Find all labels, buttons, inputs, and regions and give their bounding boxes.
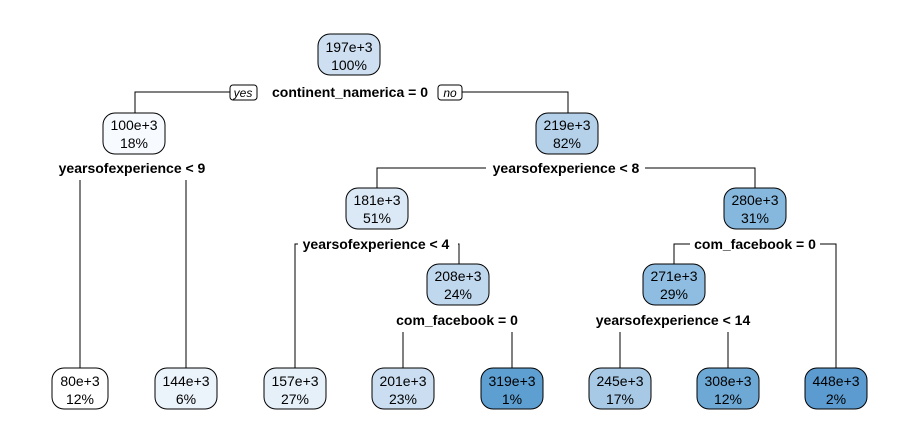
tree-node-3: 219e+3 82% [535,112,599,155]
svg-text:201e+3: 201e+3 [379,373,426,389]
no-tag: no [437,84,463,101]
svg-text:23%: 23% [389,391,417,407]
svg-text:27%: 27% [281,391,309,407]
svg-text:280e+3: 280e+3 [731,192,778,208]
svg-text:181e+3: 181e+3 [353,192,400,208]
split-label-n7: yearsofexperience < 14 [596,312,751,328]
edge-n3-right [645,167,756,188]
svg-text:24%: 24% [444,286,472,302]
tree-leaf-8: 448e+3 2% [804,367,868,410]
svg-text:208e+3: 208e+3 [434,268,481,284]
svg-text:18%: 18% [120,135,148,151]
tree-node-root: 197e+3 100% [317,33,381,76]
svg-text:1%: 1% [502,391,522,407]
tree-node-7: 271e+3 29% [642,263,706,306]
svg-text:yes: yes [233,86,253,100]
svg-text:no: no [443,86,457,100]
split-label-n2: yearsofexperience < 9 [59,160,206,176]
split-label-n3: yearsofexperience < 8 [493,160,640,176]
tree-leaf-1: 80e+3 12% [51,367,109,410]
edge-root-yes [134,91,230,115]
yes-tag: yes [229,84,258,101]
svg-text:82%: 82% [553,135,581,151]
split-label-root: continent_namerica = 0 [272,84,428,100]
edge-n5-left [673,243,690,264]
edge-root-no [462,91,569,115]
svg-text:12%: 12% [714,391,742,407]
svg-text:219e+3: 219e+3 [543,117,590,133]
tree-leaf-2: 144e+3 6% [154,367,218,410]
tree-leaf-6: 245e+3 17% [588,367,652,410]
split-label-n6: com_facebook = 0 [396,312,518,328]
svg-text:245e+3: 245e+3 [596,373,643,389]
svg-text:308e+3: 308e+3 [704,373,751,389]
split-label-n5: com_facebook = 0 [694,236,816,252]
svg-text:2%: 2% [826,391,846,407]
svg-text:51%: 51% [363,210,391,226]
tree-leaf-7: 308e+3 12% [696,367,760,410]
tree-node-2: 100e+3 18% [102,112,166,155]
split-label-n4: yearsofexperience < 4 [303,236,450,252]
edge-n3-left [376,167,486,188]
tree-leaf-3: 157e+3 27% [263,367,327,410]
edge-n4-left [294,243,298,368]
tree-node-4: 181e+3 51% [345,187,409,230]
svg-text:448e+3: 448e+3 [812,373,859,389]
svg-text:271e+3: 271e+3 [650,268,697,284]
svg-text:319e+3: 319e+3 [488,373,535,389]
svg-text:17%: 17% [606,391,634,407]
svg-text:157e+3: 157e+3 [271,373,318,389]
tree-leaf-5: 319e+3 1% [480,367,544,410]
svg-text:80e+3: 80e+3 [60,373,100,389]
tree-node-5: 280e+3 31% [723,187,787,230]
svg-text:100%: 100% [331,57,367,73]
edge-n4-right [458,243,460,264]
svg-text:31%: 31% [741,210,769,226]
svg-text:100e+3: 100e+3 [110,117,157,133]
edge-n5-right [820,243,837,368]
svg-text:197e+3: 197e+3 [325,39,372,55]
svg-text:12%: 12% [66,391,94,407]
tree-leaf-4: 201e+3 23% [371,367,435,410]
tree-node-6: 208e+3 24% [426,263,490,306]
svg-text:144e+3: 144e+3 [162,373,209,389]
svg-text:29%: 29% [660,286,688,302]
svg-text:6%: 6% [176,391,196,407]
